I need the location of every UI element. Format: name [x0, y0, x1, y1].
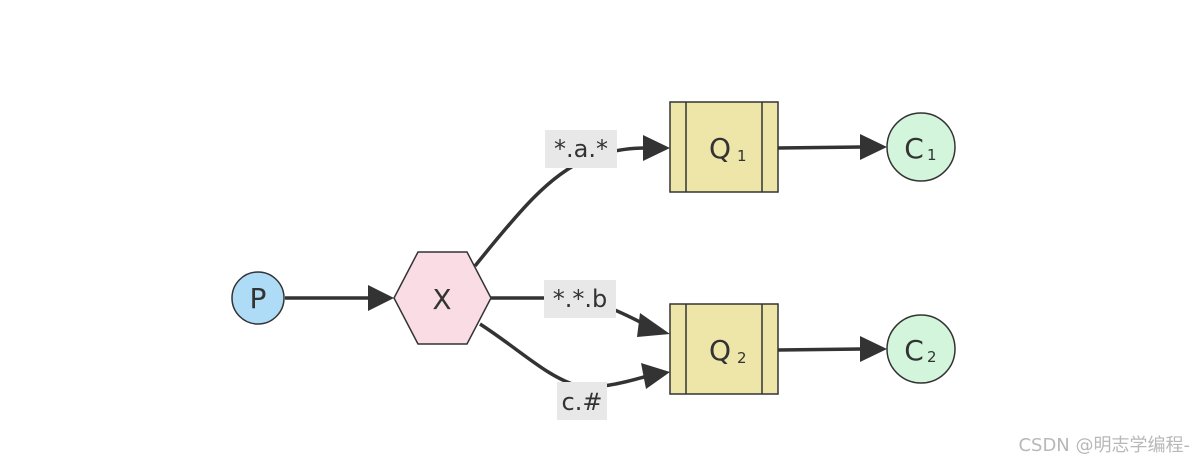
arrowhead-x — [368, 285, 394, 311]
arrowhead-q2-c — [641, 363, 670, 389]
edge-q1-to-c1 — [777, 145, 863, 150]
edge-q2-to-c2 — [777, 347, 863, 352]
binding-label-text: *.*.b — [553, 285, 608, 313]
consumer1-circle — [886, 112, 956, 182]
producer-circle — [231, 271, 285, 325]
binding-label-c: c.# — [557, 382, 607, 420]
consumer2-node: C 2 — [886, 314, 956, 384]
arrowhead-c1 — [860, 134, 887, 160]
binding-label-bg — [557, 382, 607, 420]
queue2-box — [669, 303, 779, 395]
consumer2-label: C — [904, 334, 924, 367]
consumer1-label: C — [904, 132, 924, 165]
queue2-label: Q — [709, 334, 731, 367]
consumer1-node: C 1 — [886, 112, 956, 182]
binding-label-a: *.a.* — [545, 130, 617, 168]
arrowhead-q2-b — [637, 313, 670, 337]
watermark-text: CSDN @明志学编程- — [1018, 435, 1190, 456]
queue2-node: Q 2 — [669, 303, 779, 395]
edge-x-to-q2-c — [479, 322, 649, 389]
queue1-subscript: 1 — [737, 147, 747, 165]
queue1-box — [669, 101, 779, 193]
binding-label-text: *.a.* — [554, 135, 608, 163]
consumer2-subscript: 2 — [927, 348, 937, 366]
queue2-subscript: 2 — [737, 349, 747, 367]
exchange-label: X — [432, 283, 451, 316]
consumer2-circle — [886, 314, 956, 384]
producer-label: P — [250, 282, 267, 315]
exchange-node: X — [393, 251, 492, 345]
arrowhead-c2 — [860, 336, 887, 362]
exchange-hexagon — [393, 251, 492, 345]
producer-node: P — [231, 271, 285, 325]
queue1-node: Q 1 — [669, 101, 779, 193]
binding-label-text: c.# — [562, 388, 603, 416]
edges — [285, 134, 887, 389]
binding-label-b: *.*.b — [544, 280, 616, 318]
binding-label-bg — [544, 280, 616, 318]
arrowhead-q1 — [643, 135, 670, 161]
binding-label-bg — [545, 130, 617, 168]
consumer1-subscript: 1 — [927, 146, 937, 164]
queue1-label: Q — [709, 132, 731, 165]
